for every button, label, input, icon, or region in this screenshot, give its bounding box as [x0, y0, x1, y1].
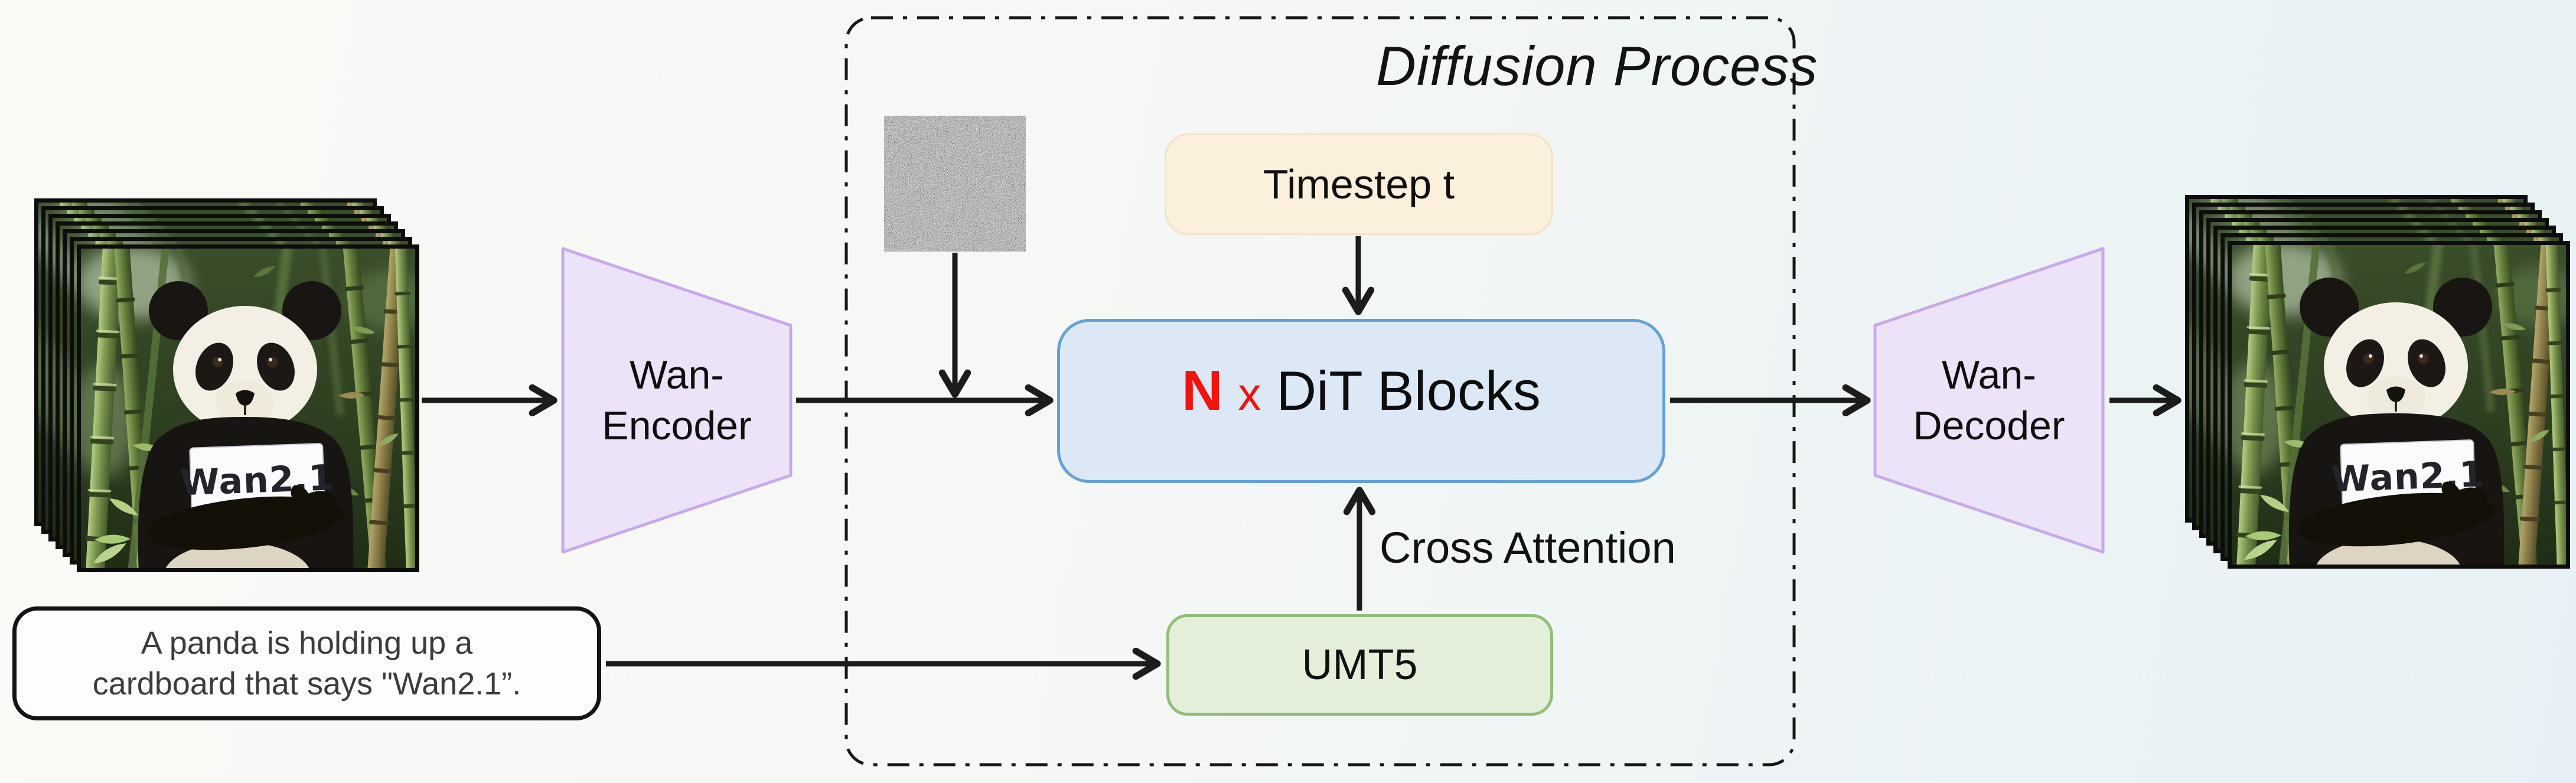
dit-blocks-box: N x DiT Blocks: [1057, 319, 1665, 483]
umt5-label: UMT5: [1302, 641, 1418, 689]
wan-decoder: Wan- Decoder: [1873, 247, 2105, 554]
timestep-box: Timestep t: [1165, 133, 1553, 235]
input-video-frames: [34, 198, 419, 572]
wan-encoder-label-line1: Wan-: [630, 353, 724, 397]
wan-encoder-label-line2: Encoder: [602, 403, 752, 448]
noise-latent-image: [884, 116, 1026, 252]
output-video-frames: [2185, 195, 2570, 569]
timestep-label: Timestep t: [1263, 161, 1455, 207]
wan-encoder-shape: [561, 247, 793, 554]
umt5-box: UMT5: [1166, 614, 1553, 716]
dit-n-count: N: [1182, 359, 1223, 422]
wan-decoder-label-line2: Decoder: [1913, 403, 2065, 448]
dit-blocks-label: DiT Blocks: [1276, 360, 1541, 422]
prompt-box: A panda is holding up a cardboard that s…: [12, 606, 601, 720]
wan-decoder-shape: [1873, 247, 2105, 554]
wan-encoder: Wan- Encoder: [561, 247, 793, 554]
prompt-line-2: cardboard that says "Wan2.1”.: [92, 665, 521, 702]
dit-blocks-text: N x DiT Blocks: [1182, 358, 1541, 423]
prompt-line-1: A panda is holding up a: [141, 625, 473, 661]
dit-times-symbol: x: [1238, 368, 1261, 420]
cross-attention-label: Cross Attention: [1380, 523, 1676, 572]
diffusion-process-title: Diffusion Process: [1376, 35, 1818, 97]
wan-decoder-label-line1: Wan-: [1942, 353, 2036, 397]
